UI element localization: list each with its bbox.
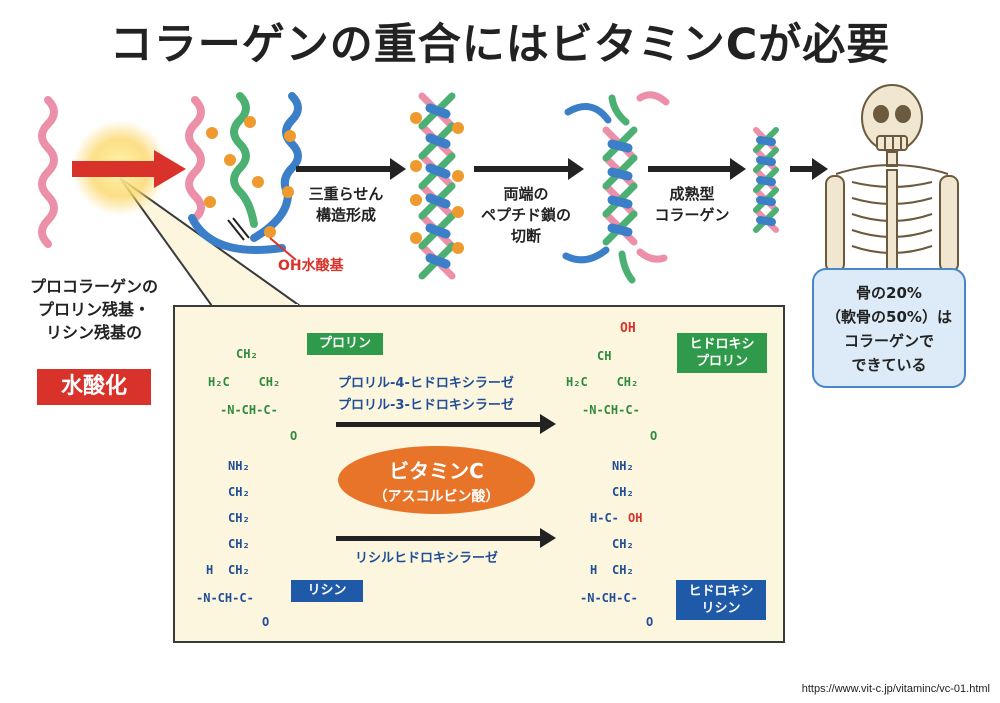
enzyme-prolyl-4-hydroxylase: プロリル-4-ヒドロキシラーゼ (338, 376, 514, 391)
procollagen-strand (38, 96, 58, 248)
left-description: プロコラーゲンの プロリン残基・ リシン残基の (29, 277, 158, 342)
hyl-ch2-1: CH₂ (612, 485, 634, 499)
hyp-oxygen: O (650, 429, 658, 443)
hyl-chain: -N-CH-C- (580, 591, 638, 605)
lys-chain: -N-CH-C- (196, 591, 254, 605)
hydroxylation-badge: 水酸化 (37, 369, 151, 405)
hyl-oh: OH (628, 511, 643, 525)
hyl-h: H (590, 563, 598, 577)
lys-ch2-2: CH₂ (228, 511, 250, 525)
step-label-triple-helix: 三重らせん 構造形成 (308, 185, 384, 224)
cleaved-helix (562, 91, 670, 284)
lysine-tag: リシン (291, 580, 363, 602)
proline-ring: H₂C CH₂ (208, 375, 281, 389)
hydroxyproline-tag: ヒドロキシ プロリン (677, 333, 767, 373)
hyp-ring: H₂C CH₂ (566, 375, 639, 389)
enzyme-lysyl-hydroxylase: リシルヒドロキシラーゼ (355, 551, 499, 566)
proline-ch2-top: CH₂ (236, 347, 258, 361)
bone-collagen-note: 骨の20% （軟骨の50%）は コラーゲンで できている (812, 268, 966, 388)
vitamin-c-badge: ビタミンC （アスコルビン酸） (338, 446, 535, 514)
vitamin-c-label: ビタミンC (389, 459, 484, 483)
hyp-ch: CH (597, 349, 612, 363)
hyp-chain: -N-CH-C- (582, 403, 640, 417)
hyp-oh: OH (620, 321, 636, 336)
vitamin-c-sublabel: （アスコルビン酸） (373, 489, 500, 505)
oh-group-label: OH水酸基 (278, 258, 344, 274)
lys-h: H (206, 563, 214, 577)
lys-nh2: NH₂ (228, 459, 250, 473)
proline-tag: プロリン (307, 333, 383, 355)
lys-oxygen: O (262, 615, 270, 629)
hyl-nh2: NH₂ (612, 459, 634, 473)
proline-chain: -N-CH-C- (220, 403, 278, 417)
lys-ch2-4: CH₂ (228, 563, 250, 577)
lys-ch2-3: CH₂ (228, 537, 250, 551)
hyl-oxygen: O (646, 615, 654, 629)
page-title: コラーゲンの重合にはビタミンCが必要 (109, 20, 891, 70)
hydroxylated-strands (185, 92, 302, 261)
hydroxylysine-tag: ヒドロキシ リシン (676, 580, 766, 620)
hydroxylation-arrow (72, 161, 156, 177)
step-arrow (568, 158, 584, 180)
step-label-cleavage: 両端の ペプチド鎖の 切断 (480, 185, 571, 245)
step-label-mature: 成熟型 コラーゲン (654, 185, 730, 224)
triple-helix (410, 92, 464, 280)
hyl-hc: H-C- (590, 511, 619, 525)
hyl-ch2-2: CH₂ (612, 537, 634, 551)
source-url: https://www.vit-c.jp/vitaminc/vc-01.html (801, 683, 990, 695)
enzyme-prolyl-3-hydroxylase: プロリル-3-ヒドロキシラーゼ (338, 398, 514, 413)
step-arrow (730, 158, 746, 180)
step-arrow (390, 158, 406, 180)
lys-ch2-1: CH₂ (228, 485, 250, 499)
proline-oxygen: O (290, 429, 298, 443)
mature-collagen (753, 127, 779, 233)
step-arrow (812, 158, 828, 180)
hyl-ch2-3: CH₂ (612, 563, 634, 577)
